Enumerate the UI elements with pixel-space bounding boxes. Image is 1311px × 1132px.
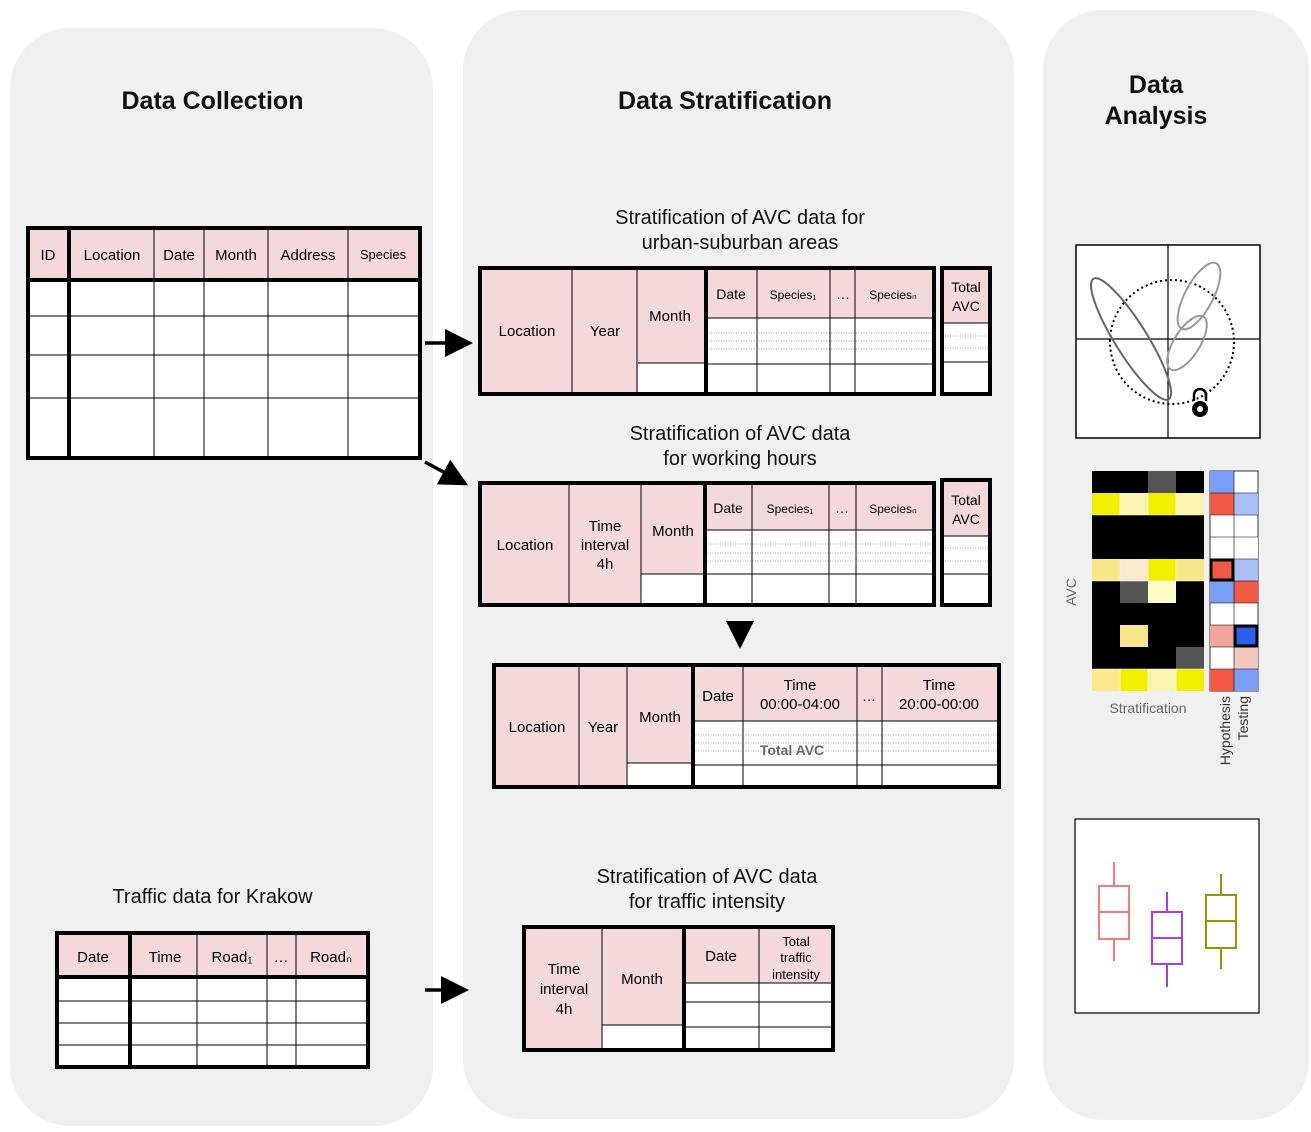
urban-header-ellipsis: … (836, 286, 850, 302)
hours-strat-table: Location Year Month Date Time 00:00-04:0… (492, 663, 1001, 789)
working-header-date: Date (713, 500, 743, 516)
traffic-strat-caption: Stratification of AVC data for traffic i… (537, 865, 877, 915)
hours-time1-line1: Time (784, 677, 817, 694)
working-header-month: Month (652, 523, 694, 540)
working-total-avc: Total AVC (940, 478, 992, 607)
working-caption-line1: Stratification of AVC data (629, 423, 851, 445)
traffic-header-date: Date (77, 949, 109, 966)
urban-total-avc: Total AVC (940, 266, 992, 396)
urban-caption-line2: urban-suburban areas (641, 232, 839, 254)
traffic-data-caption: Traffic data for Krakow (112, 886, 313, 908)
arrow-to-working (424, 459, 469, 486)
boxplot-box-2 (1151, 892, 1183, 987)
working-time-line3: 4h (597, 556, 614, 573)
urban-header-speciesn: Speciesₙ (869, 288, 917, 302)
working-header-ellipsis: … (835, 500, 849, 516)
avc-raw-table: ID Location Date Month Address Species (26, 226, 422, 460)
working-header-species1: Species₁ (767, 502, 814, 516)
data-analysis-title-line2: Analysis (1104, 102, 1208, 130)
avc-header-month: Month (215, 247, 257, 264)
traffic-strat-caption-line1: Stratification of AVC data (596, 866, 818, 888)
lock-icon (1192, 387, 1208, 417)
traffic-header-roadn: Roadₙ (310, 949, 352, 966)
hours-header-month: Month (639, 709, 681, 726)
urban-header-location: Location (499, 323, 556, 340)
urban-total-line2: AVC (952, 298, 980, 314)
avc-header-address: Address (280, 247, 335, 264)
working-time-line1: Time (589, 518, 622, 535)
hours-time1-line2: 00:00-04:00 (760, 696, 840, 713)
traffic-strat-total-line2: traffic (780, 950, 812, 965)
heatmap-ylabel: AVC (1063, 578, 1079, 606)
urban-total-line1: Total (951, 279, 981, 295)
heatmap-side-label-line2: Testing (1235, 696, 1251, 740)
avc-header-id: ID (41, 247, 56, 264)
avc-header-species: Species (360, 247, 407, 262)
urban-caption: Stratification of AVC data for urban-sub… (560, 206, 920, 256)
working-header-speciesn: Speciesₙ (869, 502, 917, 516)
urban-header-month: Month (649, 308, 691, 325)
working-strat-table: Location Time interval 4h Month Date Spe… (478, 481, 936, 607)
hours-time2-line1: Time (923, 677, 956, 694)
working-caption-line2: for working hours (663, 448, 817, 470)
working-time-line2: interval (581, 537, 629, 554)
traffic-strat-month: Month (621, 971, 663, 988)
working-total-line1: Total (951, 492, 981, 508)
avc-header-location: Location (84, 247, 141, 264)
urban-header-date: Date (716, 286, 746, 302)
hours-time2-line2: 20:00-00:00 (899, 696, 979, 713)
data-collection-title: Data Collection (121, 87, 304, 115)
traffic-strat-total-line3: intensity (772, 967, 820, 982)
traffic-header-time: Time (149, 949, 182, 966)
hours-header-ellipsis: … (862, 688, 876, 704)
hours-header-year: Year (588, 719, 618, 736)
box-plot[interactable] (1074, 818, 1260, 1014)
heatmap-xlabel: Stratification (1109, 700, 1186, 716)
data-stratification-title: Data Stratification (618, 87, 832, 115)
dotted-circle (1109, 279, 1235, 405)
traffic-header-road1: Road₁ (212, 949, 253, 966)
working-header-location: Location (497, 537, 554, 554)
correlation-plot (1075, 244, 1261, 439)
urban-header-species1: Species₁ (770, 288, 817, 302)
boxplot-box-3 (1205, 874, 1237, 969)
heatmap-side-label-line1: Hypothesis (1217, 696, 1233, 765)
traffic-strat-total-line1: Total (782, 934, 810, 949)
hours-header-location: Location (509, 719, 566, 736)
traffic-strat-time-line1: Time (548, 961, 581, 978)
urban-strat-table: Location Year Month Date Species₁ … Spec… (478, 266, 936, 396)
traffic-strat-caption-line2: for traffic intensity (628, 891, 786, 913)
working-caption: Stratification of AVC data for working h… (560, 422, 920, 472)
hours-total-avc-label: Total AVC (760, 742, 824, 758)
working-total-line2: AVC (952, 511, 980, 527)
boxplot-box-1 (1098, 862, 1130, 961)
ellipse-large (1090, 277, 1172, 401)
hypothesis-testing-cells (1209, 470, 1259, 692)
urban-caption-line1: Stratification of AVC data for (615, 207, 865, 229)
hours-header-date: Date (702, 688, 734, 705)
traffic-strat-time-line3: 4h (556, 1001, 573, 1018)
ellipse-middle-right (1166, 314, 1208, 372)
data-analysis-title-line1: Data (1128, 71, 1184, 99)
traffic-strat-date: Date (705, 948, 737, 965)
traffic-strat-time-line2: interval (540, 981, 588, 998)
urban-header-year: Year (590, 323, 620, 340)
heatmap-cells (1092, 471, 1204, 691)
traffic-raw-table: Date Time Road₁ … Roadₙ (55, 931, 370, 1069)
data-analysis-title: Data Analysis (1056, 70, 1256, 132)
heatmap[interactable]: AVC Stratification Hypothesis Testing (1060, 468, 1265, 778)
traffic-strat-table: Time interval 4h Month Date Total traffi… (522, 925, 835, 1052)
avc-header-date: Date (163, 247, 195, 264)
traffic-header-ellipsis: … (274, 949, 289, 966)
